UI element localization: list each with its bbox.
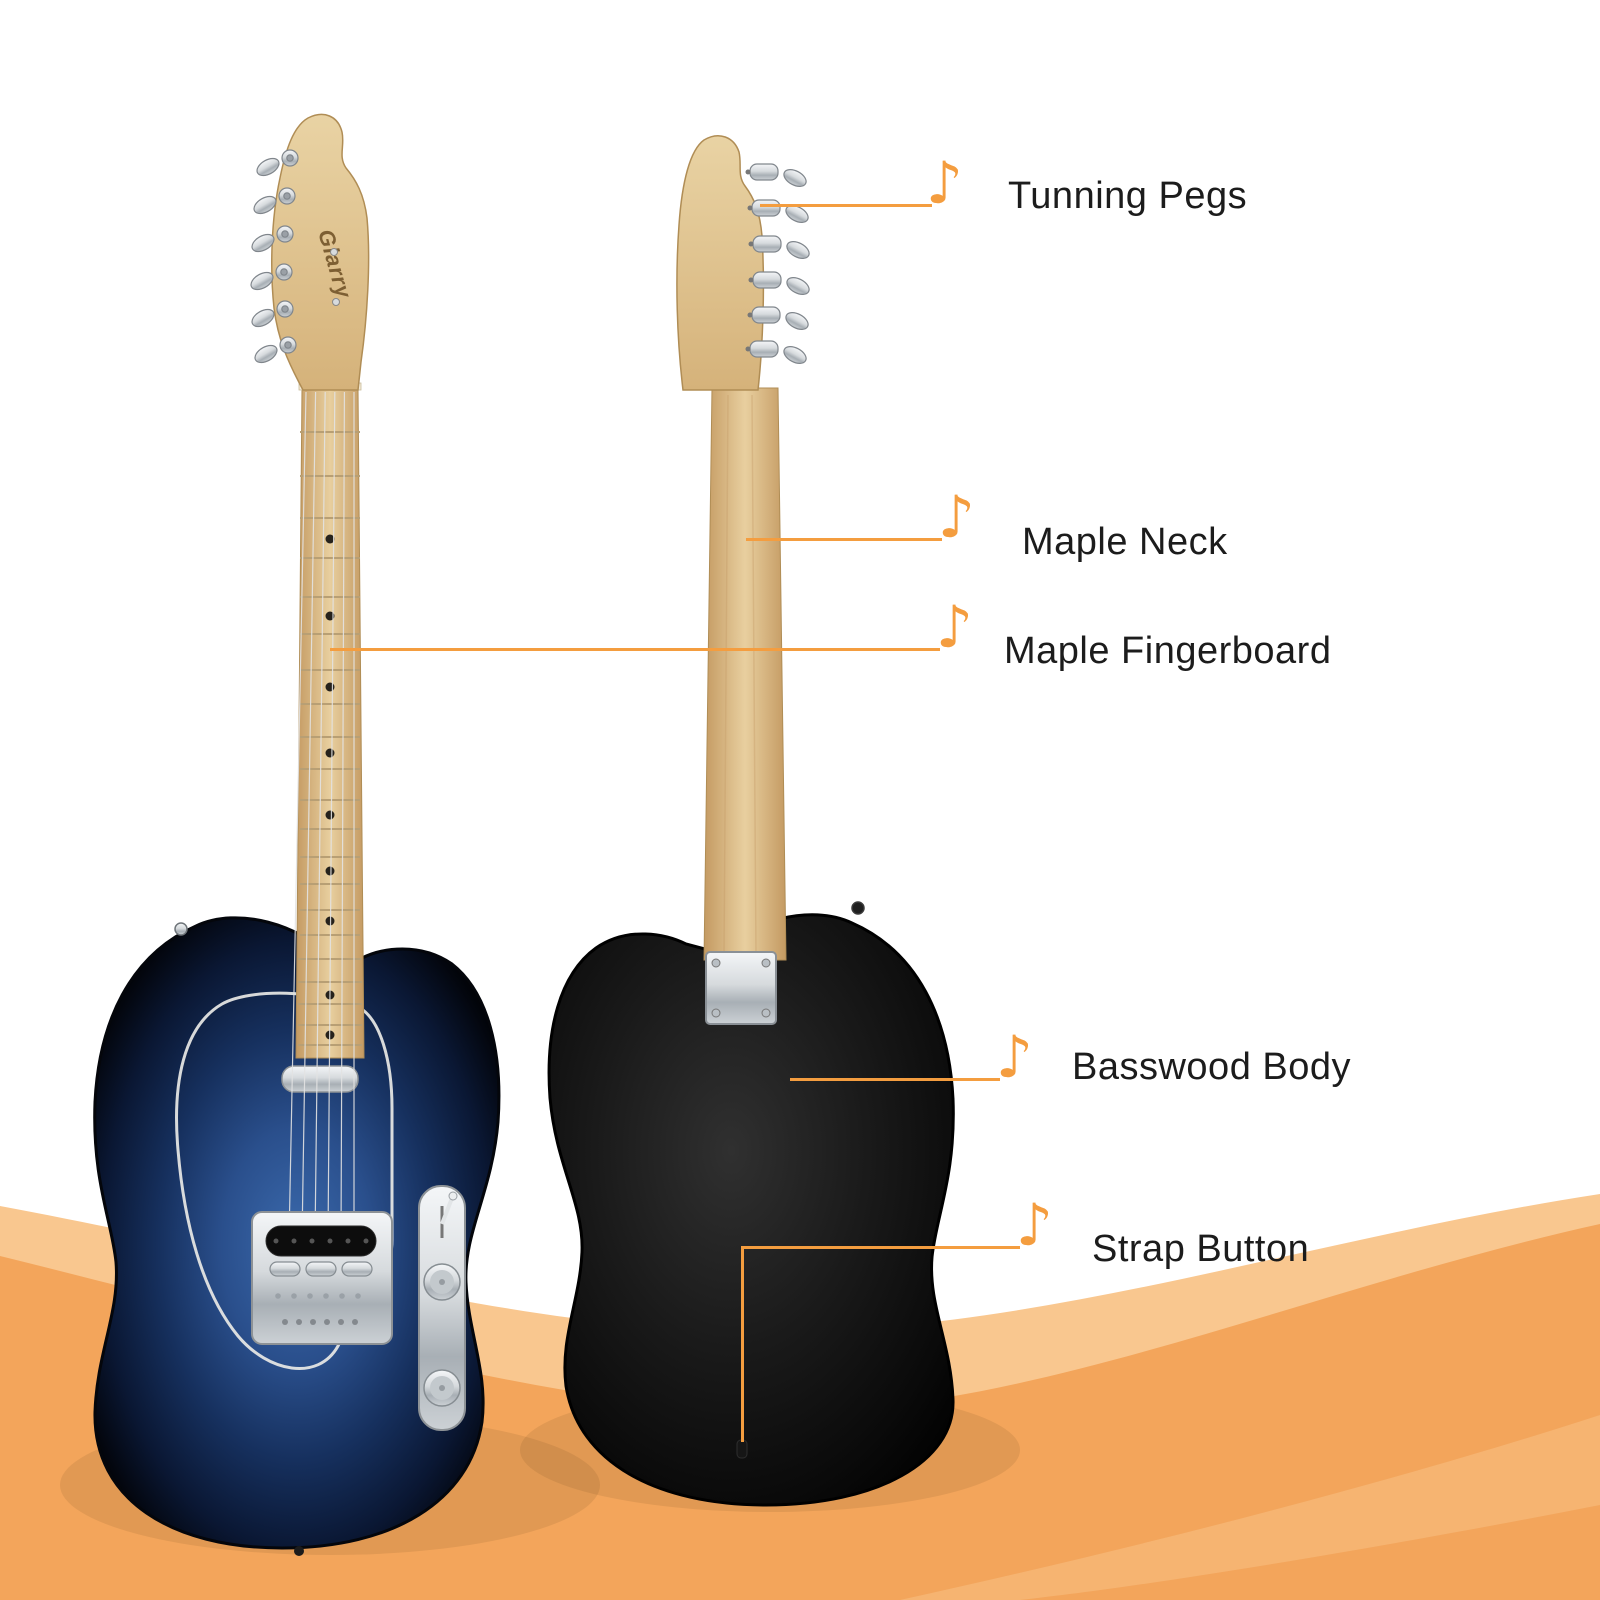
headstock-back — [676, 135, 765, 391]
pickup-switch-lever — [440, 1197, 454, 1225]
string-tree-1 — [330, 248, 338, 256]
bridge-pickup — [265, 1225, 377, 1257]
fretboard-dot-inlays — [325, 534, 335, 1040]
tuning-pegs-back — [749, 163, 810, 364]
guitar-front-view: Glarry — [93, 113, 501, 1556]
strings — [287, 391, 355, 1291]
guitar-back-view — [547, 135, 955, 1507]
neck-pickup — [281, 1065, 359, 1093]
neck-plate — [705, 951, 777, 1025]
maple-neck-back — [703, 387, 787, 961]
headstock-front — [271, 113, 370, 391]
control-plate — [418, 1185, 466, 1431]
wave-bottom-right-band — [900, 1415, 1600, 1600]
strap-button-front-horn — [174, 922, 188, 936]
strap-button-bottom-pin — [736, 1439, 748, 1459]
neck-back-grain — [723, 394, 757, 956]
string-tree-2 — [332, 298, 340, 306]
tuner-screws-back — [745, 169, 754, 352]
guitar-body-back — [547, 913, 955, 1507]
end-pin-front — [294, 1546, 304, 1556]
bridge-assembly — [251, 1211, 393, 1345]
tuning-pegs-front — [250, 149, 299, 364]
strap-button-back-horn — [851, 901, 865, 915]
